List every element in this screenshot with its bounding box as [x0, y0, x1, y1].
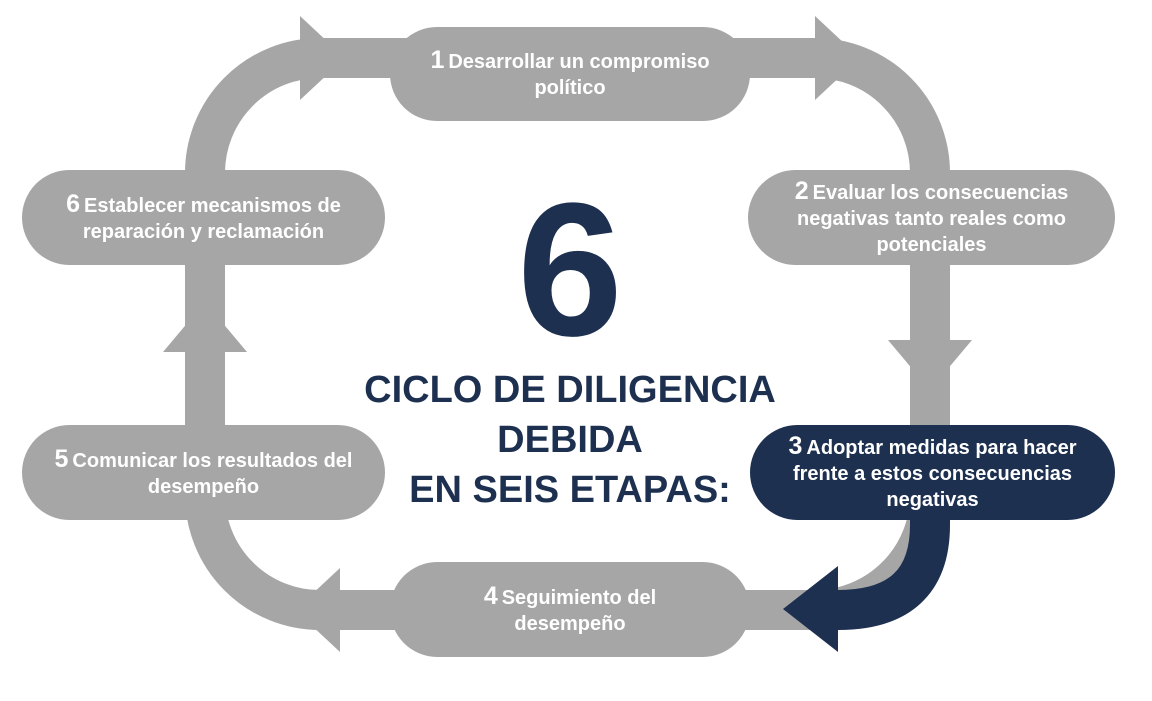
step-number: 1: [430, 46, 445, 74]
step-text: Seguimiento del desempeño: [501, 586, 657, 635]
arrow-down-icon: [888, 340, 972, 390]
title-line: CICLO DE DILIGENCIA: [364, 369, 776, 411]
arrow-right-icon: [300, 16, 345, 100]
highlight-arrow-stem: [837, 505, 950, 630]
arrow-right-icon: [815, 16, 860, 100]
center-number: 6: [517, 164, 623, 376]
step-number: 2: [794, 176, 809, 205]
step-number: 3: [788, 431, 803, 460]
title-line: EN SEIS ETAPAS:: [409, 469, 731, 511]
step-number: 6: [66, 189, 81, 218]
title-line: DEBIDA: [497, 419, 643, 461]
arrow-up-icon: [163, 302, 247, 352]
highlight-arrow-left-icon: [783, 566, 838, 652]
step-text: Comunicar los resultados del desempeño: [72, 449, 353, 498]
step-text: Establecer mecanismos de reparación y re…: [82, 194, 341, 243]
center-title: CICLO DE DILIGENCIA DEBIDA EN SEIS ETAPA…: [330, 365, 810, 515]
arrow-left-icon: [295, 568, 340, 652]
step-text: Desarrollar un compromiso político: [448, 51, 710, 99]
step-number: 5: [54, 444, 69, 473]
step-text: Adoptar medidas para hacer frente a esto…: [792, 436, 1077, 511]
step-number: 4: [483, 581, 498, 610]
step-text: Evaluar los consecuencias negativas tant…: [797, 181, 1069, 256]
